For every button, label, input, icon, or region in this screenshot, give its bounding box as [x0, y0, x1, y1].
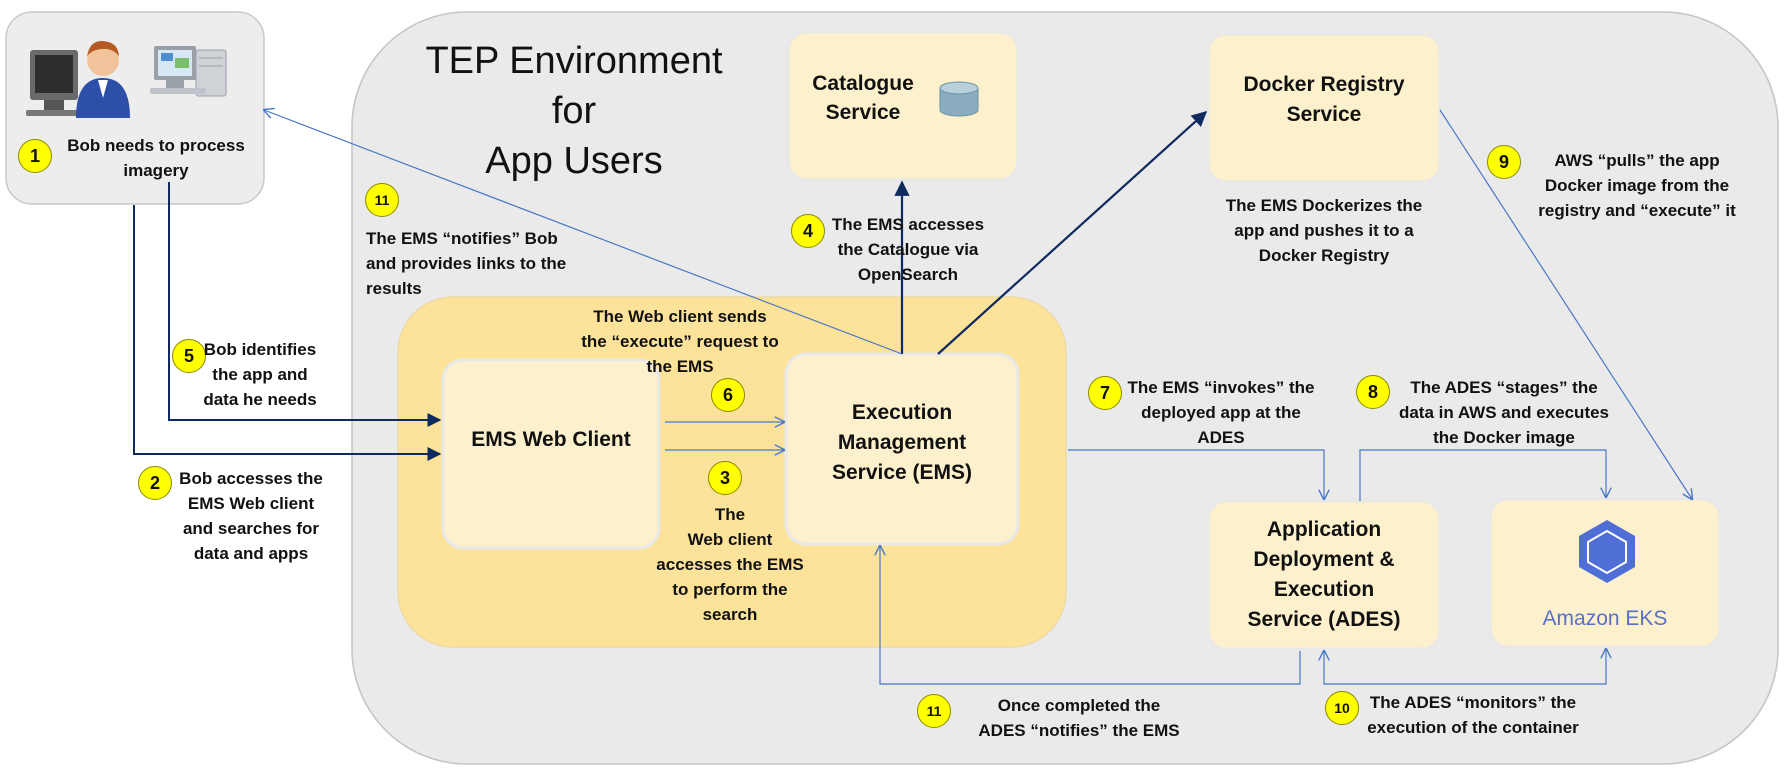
step-badge-1: 1 [18, 139, 52, 173]
workstation-icon [150, 46, 227, 97]
step-badge-4: 4 [791, 214, 825, 248]
amazon-eks-logo-icon [1579, 520, 1635, 583]
docker-registry-label: Docker Registry Service [1243, 73, 1405, 126]
arrow-eks-pulls-registry [1439, 109, 1692, 499]
catalogue-service-label: Catalogue Service [812, 72, 914, 124]
step-11-ems-text: The EMS “notifies” Bob and provides link… [366, 229, 567, 298]
arrow-ades-monitors-container [1324, 649, 1606, 685]
arrow-ades-stages-eks [1359, 449, 1606, 501]
step-2-text: Bob accesses the EMS Web client and sear… [179, 469, 323, 563]
step-9-text: AWS “pulls” the app Docker image from th… [1538, 151, 1736, 220]
ades-label: Application Deployment & Execution Servi… [1247, 518, 1401, 631]
environment-title: TEP Environment for App Users [425, 40, 723, 182]
step-10-text: The ADES “monitors” the execution of the… [1367, 693, 1579, 737]
step-8-text: The ADES “stages” the data in AWS and ex… [1398, 378, 1610, 447]
step-badge-10: 10 [1325, 691, 1359, 725]
step-1-text: Bob needs to process imagery [67, 136, 245, 180]
arrow-bob-to-web-client-5 [168, 182, 442, 427]
arrow-ades-notifies-ems [880, 546, 1301, 685]
step-11-ades-text: Once completed the ADES “notifies” the E… [978, 696, 1180, 740]
catalogue-service-box [786, 30, 1020, 182]
ems-web-client-label: EMS Web Client [471, 428, 631, 451]
step-badge-11-ades: 11 [917, 694, 951, 728]
dockerize-note: The EMS Dockerizes the app and pushes it… [1225, 196, 1423, 265]
user-computer-icon [26, 40, 130, 118]
step-badge-7: 7 [1088, 376, 1122, 410]
step-badge-11-ems: 11 [365, 183, 399, 217]
database-icon [939, 81, 979, 117]
step-badge-3: 3 [708, 461, 742, 495]
amazon-eks-label: Amazon EKS [1542, 607, 1668, 630]
ems-label: Execution Management Service (EMS) [831, 401, 973, 484]
step-4-text: The EMS accesses the Catalogue via OpenS… [831, 215, 985, 284]
step-badge-9: 9 [1487, 145, 1521, 179]
step-3-text: The Web client accesses the EMS to perfo… [656, 505, 804, 624]
step-badge-6: 6 [711, 378, 745, 412]
ems-web-client-box [441, 358, 661, 550]
step-badge-8: 8 [1356, 375, 1390, 409]
arrow-bob-to-web-client-2 [133, 205, 442, 461]
step-5-text: Bob identifies the app and data he needs [203, 340, 317, 409]
arrow-ems-invokes-ades [1068, 449, 1324, 499]
arrow-ems-notifies-bob [264, 110, 903, 355]
docker-registry-box [1206, 32, 1442, 184]
step-7-text: The EMS “invokes” the deployed app at th… [1127, 378, 1315, 447]
step-6-text: The Web client sends the “execute” reque… [581, 307, 779, 376]
step-badge-5: 5 [172, 339, 206, 373]
arrow-ems-to-docker-registry [937, 110, 1208, 355]
step-badge-2: 2 [138, 466, 172, 500]
